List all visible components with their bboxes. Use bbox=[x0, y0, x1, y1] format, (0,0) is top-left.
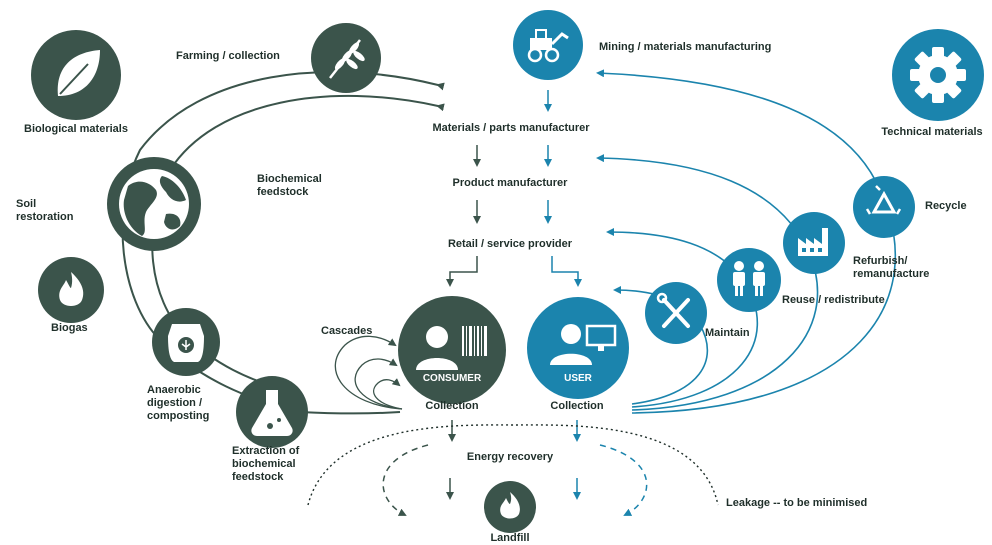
energy-recovery-arcs bbox=[382, 444, 648, 516]
flame-icon-biogas bbox=[38, 257, 104, 323]
extraction-label: Extraction of biochemical feedstock bbox=[232, 445, 300, 483]
technical-materials-header: Technical materials bbox=[881, 126, 983, 138]
anaerobic-label: Anaerobic digestion / composting bbox=[147, 384, 210, 422]
maintain-label: Maintain bbox=[705, 327, 750, 339]
gear-icon bbox=[892, 29, 984, 121]
mining-label: Mining / materials manufacturing bbox=[599, 41, 772, 53]
globe-icon bbox=[107, 157, 201, 251]
factory-icon bbox=[783, 212, 845, 274]
flame-icon-landfill bbox=[484, 481, 536, 533]
retail-provider-label: Retail / service provider bbox=[447, 238, 573, 250]
biochemical-feedstock-label: Biochemical feedstock bbox=[257, 173, 322, 198]
user-badge: USER bbox=[564, 373, 592, 384]
recycle-icon bbox=[853, 176, 915, 238]
leakage-label: Leakage -- to be minimised bbox=[726, 497, 868, 509]
wheat-icon bbox=[311, 23, 381, 93]
tractor-icon bbox=[513, 10, 583, 80]
biological-materials-header: Biological materials bbox=[24, 123, 128, 135]
flask-icon bbox=[236, 376, 308, 448]
user-collection-label: Collection bbox=[550, 400, 604, 412]
energy-recovery-label: Energy recovery bbox=[466, 451, 554, 463]
recycle-label: Recycle bbox=[925, 200, 967, 212]
wrench-screwdriver-icon bbox=[645, 282, 707, 344]
technical-loop-arcs bbox=[596, 69, 896, 414]
materials-manufacturer-label: Materials / parts manufacturer bbox=[432, 122, 590, 134]
refurbish-label: Refurbish/ remanufacture bbox=[853, 255, 930, 280]
user-computer-icon bbox=[527, 297, 629, 399]
landfill-label: Landfill bbox=[490, 532, 530, 544]
reuse-label: Reuse / redistribute bbox=[782, 294, 885, 306]
leakage-arc bbox=[307, 424, 719, 506]
chain-arrows bbox=[446, 90, 582, 500]
farming-label: Farming / collection bbox=[176, 50, 280, 62]
soil-restoration-label: Soil restoration bbox=[16, 198, 74, 223]
consumer-barcode-icon bbox=[398, 296, 506, 404]
consumer-collection-label: Collection bbox=[425, 400, 479, 412]
fertilizer-sack-icon bbox=[152, 308, 220, 376]
biogas-label: Biogas bbox=[51, 322, 88, 334]
leaf-icon bbox=[31, 30, 121, 120]
people-icon bbox=[717, 248, 781, 312]
cascades-label: Cascades bbox=[321, 325, 373, 337]
consumer-badge: CONSUMER bbox=[422, 373, 482, 384]
cascades-arcs bbox=[334, 335, 403, 410]
product-manufacturer-label: Product manufacturer bbox=[452, 177, 568, 189]
